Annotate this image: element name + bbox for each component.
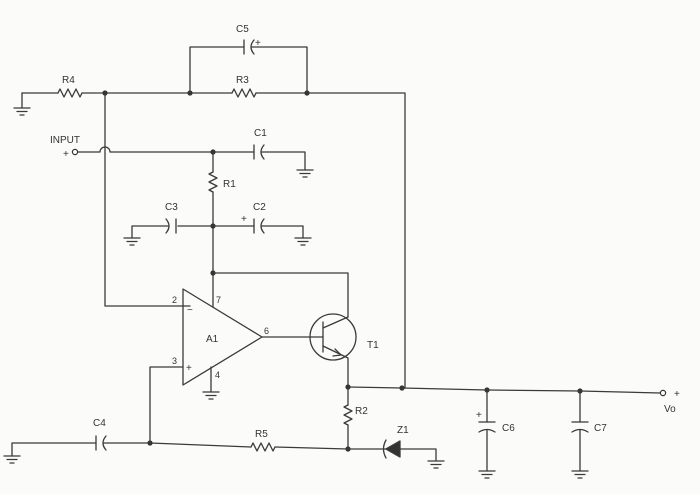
opamp-plus: + — [186, 363, 192, 374]
pin-6-label: 6 — [264, 326, 269, 336]
resistor-r2 — [343, 404, 353, 426]
capacitor-c1 — [253, 144, 265, 160]
ground-symbol — [3, 455, 21, 464]
pin-3-label: 3 — [172, 356, 177, 366]
pin-2-label: 2 — [172, 295, 177, 305]
t1-label: T1 — [367, 340, 379, 351]
c4-label: C4 — [93, 418, 106, 429]
pin-4-label: 4 — [215, 370, 220, 380]
ground-symbol — [427, 460, 445, 469]
resistor-r4 — [57, 88, 83, 98]
c2-label: C2 — [253, 202, 266, 213]
resistor-r5 — [250, 442, 276, 452]
capacitor-c3 — [165, 218, 177, 234]
output-terminal[interactable] — [659, 389, 667, 397]
ground-symbol — [13, 92, 31, 116]
r5-label: R5 — [255, 429, 268, 440]
r1-label: R1 — [223, 179, 236, 190]
output-label: Vo — [664, 404, 676, 415]
ground-symbol — [202, 391, 220, 400]
ground-symbol — [296, 169, 314, 178]
ground-symbol — [571, 470, 589, 479]
resistor-r1 — [208, 171, 218, 193]
input-terminal[interactable] — [71, 148, 79, 156]
zener-diode-z1 — [382, 439, 437, 462]
c1-label: C1 — [254, 128, 267, 139]
r3-label: R3 — [236, 75, 249, 86]
ground-symbol — [478, 470, 496, 479]
c2-polarity: + — [241, 214, 247, 225]
r2-label: R2 — [355, 406, 368, 417]
a1-label: A1 — [206, 334, 219, 345]
capacitor-c5 — [243, 39, 255, 55]
c3-label: C3 — [165, 202, 178, 213]
c5-label: C5 — [236, 24, 249, 35]
c5-polarity: + — [255, 38, 261, 49]
pin-7-label: 7 — [216, 295, 221, 305]
input-polarity: + — [63, 149, 69, 160]
capacitor-c4 — [95, 435, 107, 451]
r4-label: R4 — [62, 75, 75, 86]
capacitor-c2 — [253, 218, 265, 234]
ground-symbol — [123, 237, 141, 246]
c6-label: C6 — [502, 423, 515, 434]
opamp-minus: − — [187, 305, 193, 316]
opamp-a1 — [182, 272, 313, 393]
ground-symbol — [294, 237, 312, 246]
resistor-r3 — [231, 88, 257, 98]
input-label: INPUT — [50, 135, 80, 146]
c6-polarity: + — [476, 410, 482, 421]
output-polarity: + — [674, 389, 680, 400]
transistor-t1 — [309, 313, 357, 388]
z1-label: Z1 — [397, 425, 409, 436]
c7-label: C7 — [594, 423, 607, 434]
